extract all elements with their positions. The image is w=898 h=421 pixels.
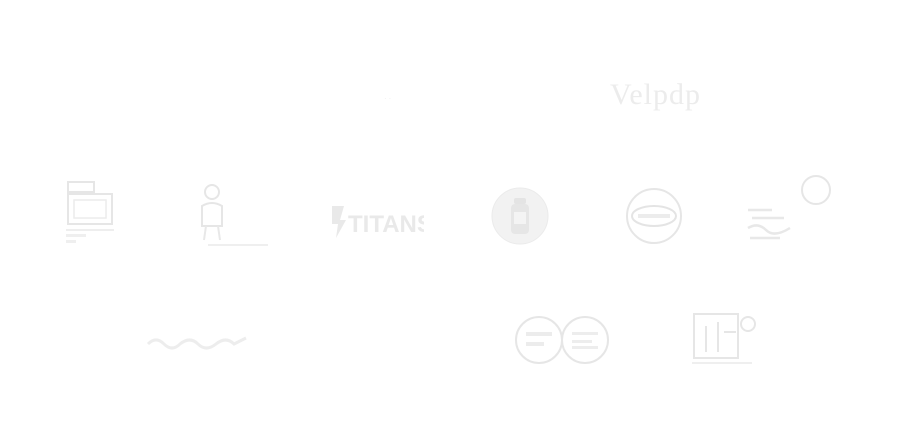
logo-bottle-badge-icon[interactable] [490,186,550,246]
logo-box-icon[interactable] [690,312,760,368]
logo-oval-badge-icon[interactable] [624,186,684,246]
logo-script-icon[interactable] [744,174,836,246]
logo-figure-icon[interactable] [192,180,274,252]
logo-wall-heading: ·· Velpdp [370,76,730,116]
logo-titans-icon[interactable]: TITANS [330,204,424,240]
logo-wordmark-icon[interactable] [146,330,250,354]
heading-dots: ·· [384,94,394,103]
titans-logo-text: TITANS [348,211,424,238]
heading-text: Velpdp [610,78,701,111]
logo-building-icon[interactable] [62,178,118,250]
logo-double-circle-icon[interactable] [514,314,612,366]
